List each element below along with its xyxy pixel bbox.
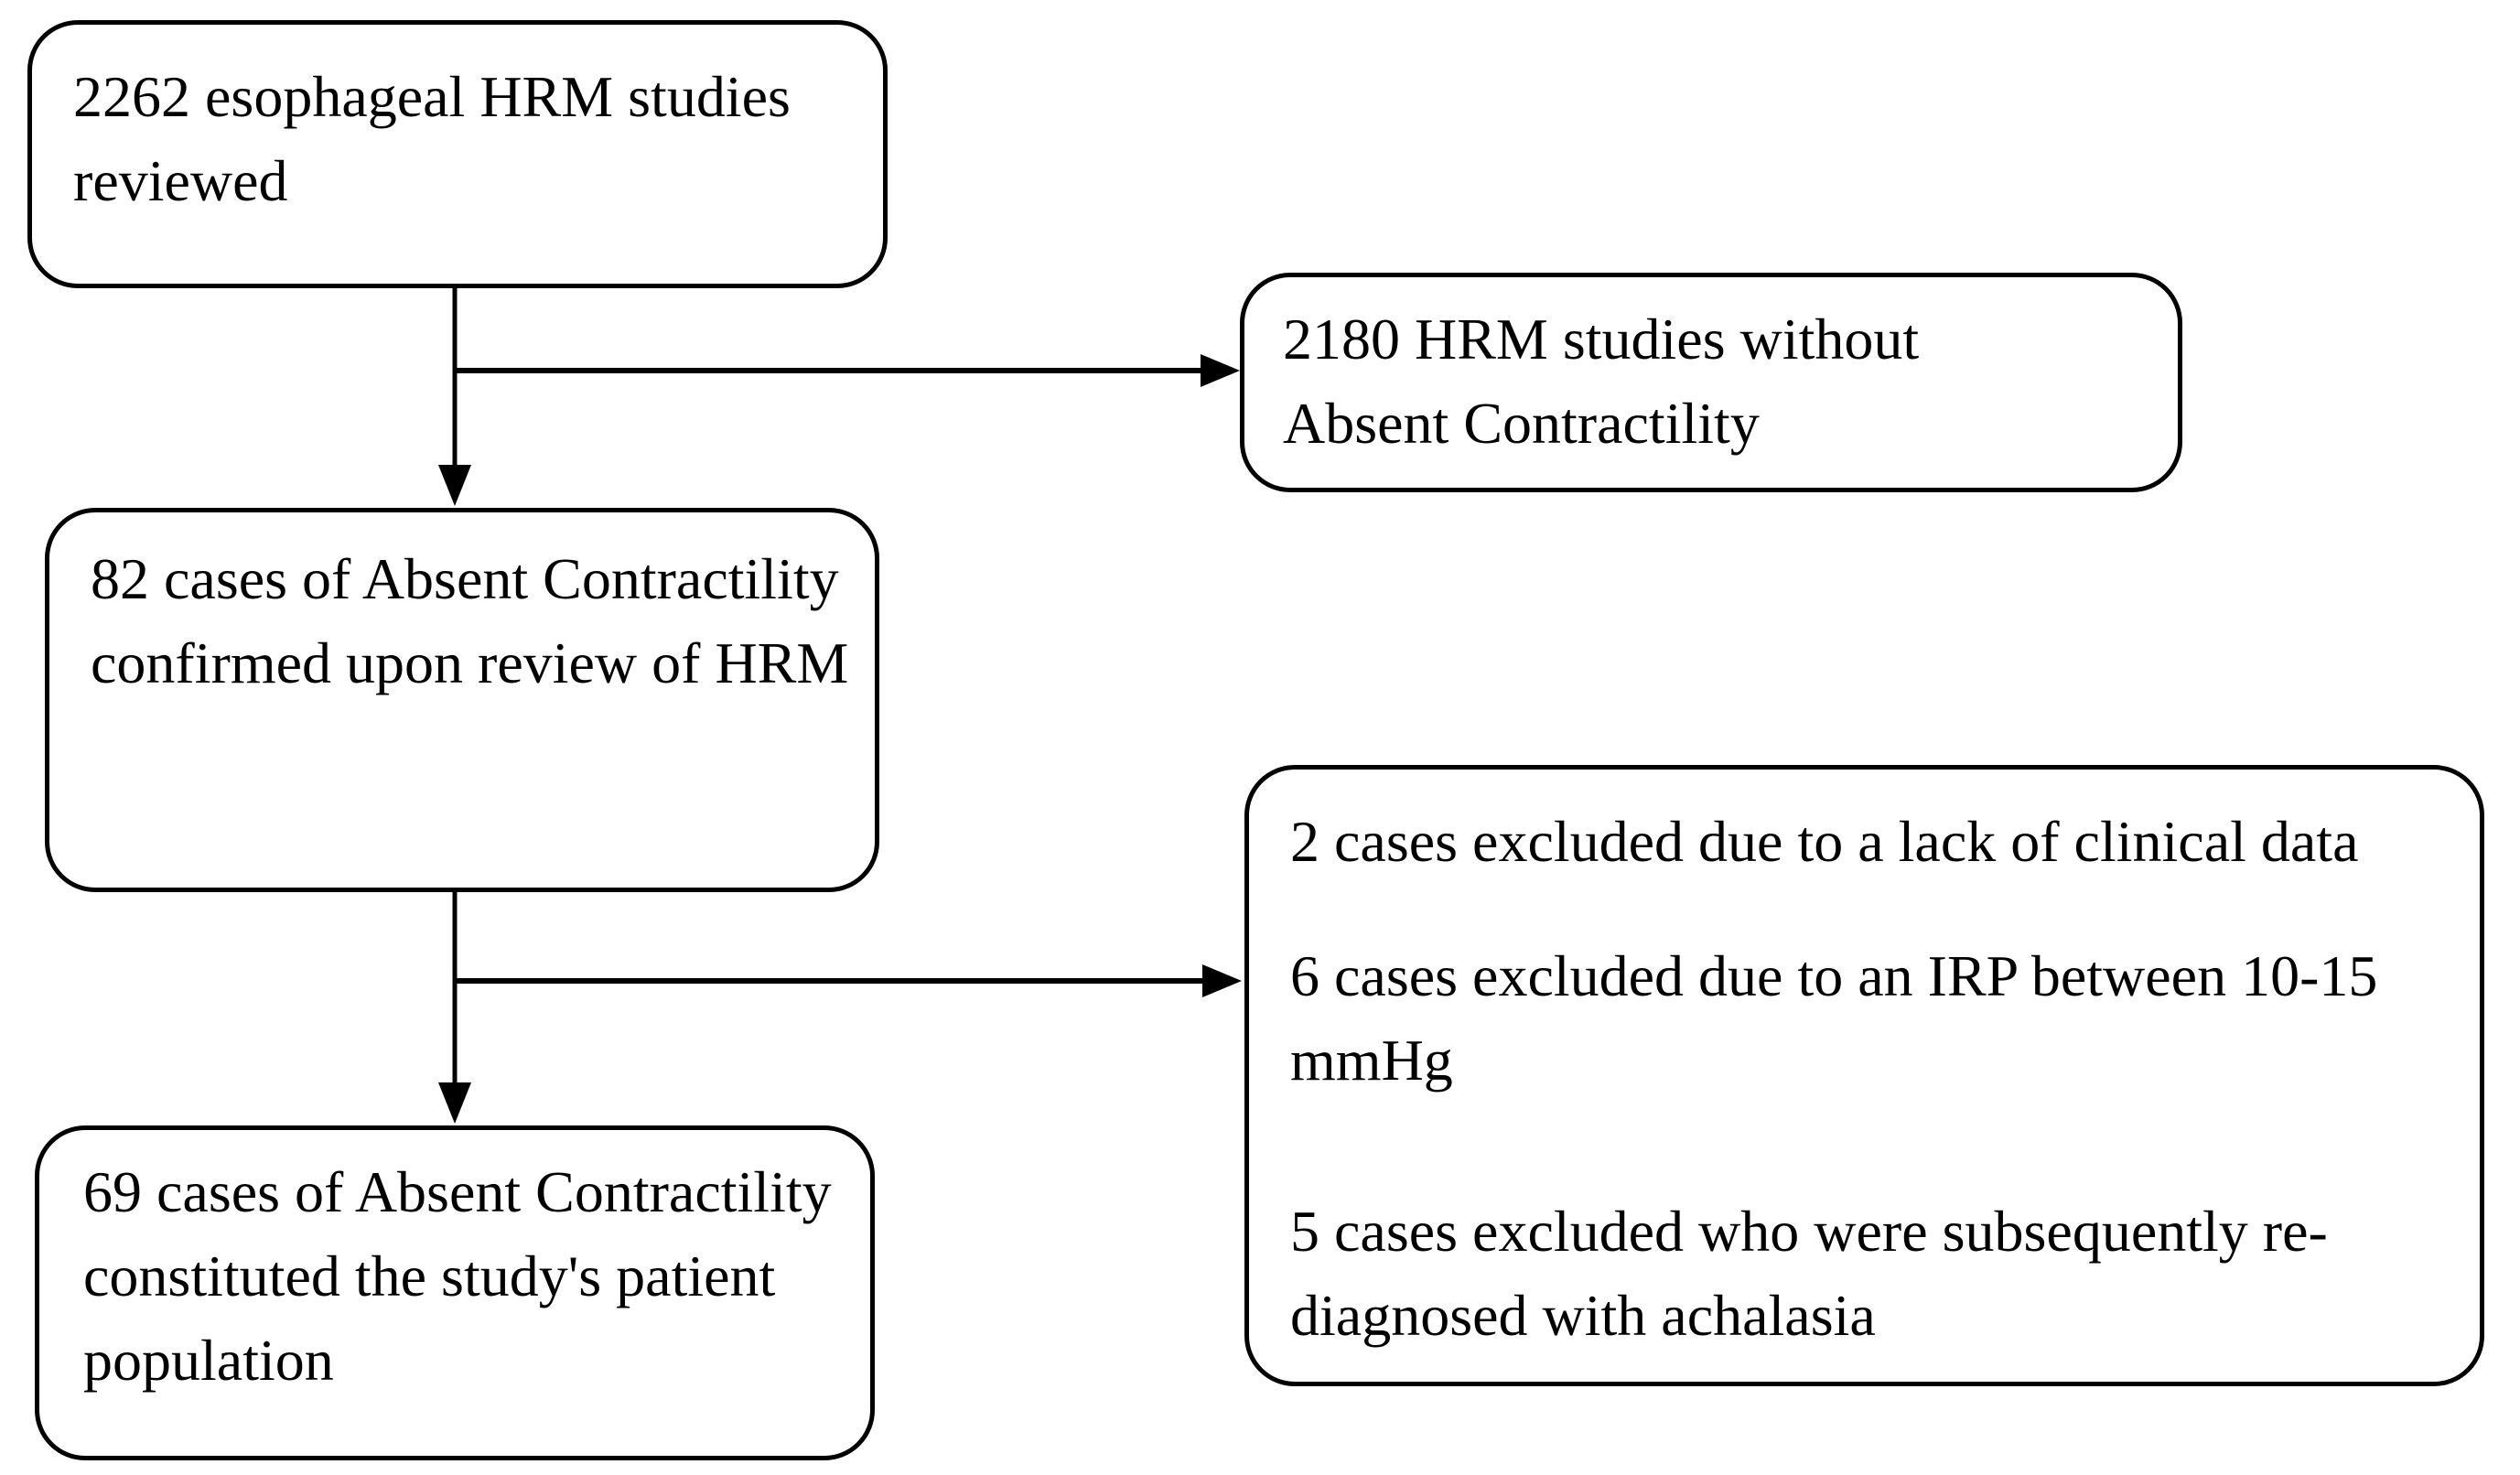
arrowhead-down-icon [438, 1082, 471, 1124]
flow-box-text: 69 cases of Absent Contractility constit… [83, 1159, 832, 1393]
flow-box-hrm-studies-reviewed: 2262 esophageal HRM studies reviewed [27, 20, 888, 288]
flow-box-text: 82 cases of Absent Contractility confirm… [91, 546, 849, 695]
exclusion-item: 5 cases excluded who were subsequently r… [1290, 1199, 2328, 1348]
flow-box-study-population: 69 cases of Absent Contractility constit… [35, 1125, 875, 1460]
exclusion-item: 2 cases excluded due to a lack of clinic… [1290, 809, 2359, 874]
flow-box-studies-without-absent-contractility: 2180 HRM studies without Absent Contract… [1240, 273, 2182, 492]
flow-box-text: 2180 HRM studies without Absent Contract… [1283, 307, 1920, 456]
arrowhead-down-icon [438, 465, 471, 506]
arrowhead-right-icon [1201, 354, 1240, 387]
exclusion-item: 6 cases excluded due to an IRP between 1… [1290, 943, 2378, 1093]
flow-box-text: 2262 esophageal HRM studies reviewed [73, 64, 791, 213]
flow-box-exclusions: 2 cases excluded due to a lack of clinic… [1244, 765, 2484, 1386]
arrowhead-right-icon [1202, 964, 1242, 997]
flow-box-cases-confirmed: 82 cases of Absent Contractility confirm… [45, 508, 879, 892]
